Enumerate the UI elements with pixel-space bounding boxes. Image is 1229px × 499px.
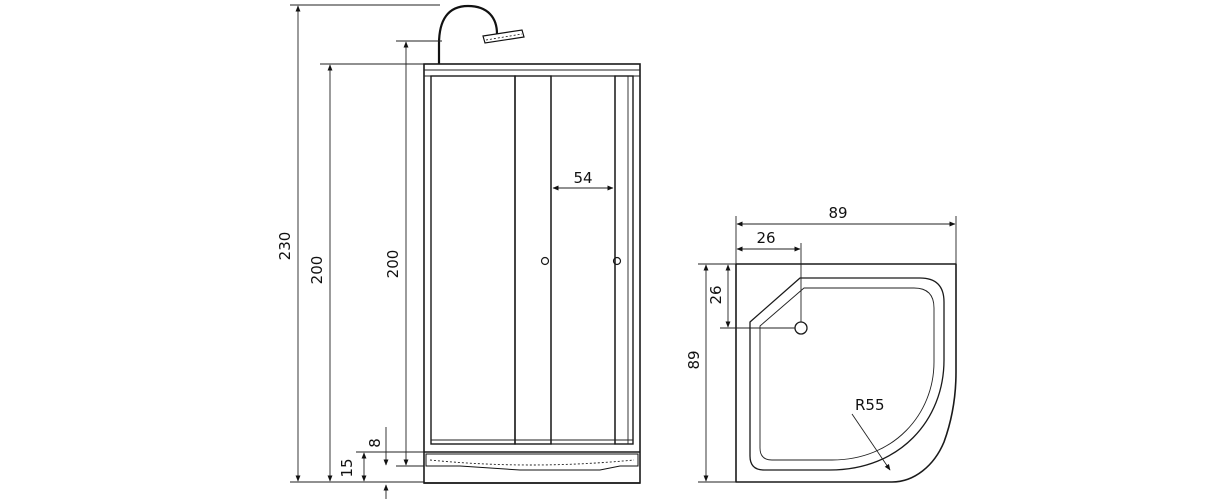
basin-outer bbox=[749, 277, 945, 471]
top-view: 89 26 89 26 R55 bbox=[685, 204, 957, 483]
left-door-handle-icon bbox=[540, 256, 550, 266]
front-view: 230 200 200 15 8 54 bbox=[276, 4, 641, 499]
dim-door-width: 54 bbox=[552, 169, 614, 191]
dim-tray-height-label: 15 bbox=[338, 458, 356, 477]
dim-total-height: 230 bbox=[276, 4, 440, 483]
basin-inner bbox=[759, 287, 935, 461]
shower-head-icon bbox=[482, 29, 525, 44]
right-door-handle-icon bbox=[612, 256, 622, 266]
dim-total-height-label: 230 bbox=[276, 232, 294, 261]
dim-door-height-label: 200 bbox=[384, 250, 402, 279]
dim-corner-x: 26 bbox=[736, 229, 802, 322]
dim-depth-label: 89 bbox=[685, 350, 703, 369]
dim-depth: 89 bbox=[685, 263, 736, 483]
left-door bbox=[514, 75, 552, 445]
shower-head-pipe bbox=[437, 4, 499, 64]
right-panel bbox=[614, 75, 634, 445]
dim-corner-x-label: 26 bbox=[756, 229, 775, 247]
dim-width: 89 bbox=[735, 204, 957, 264]
drain-icon bbox=[794, 321, 808, 335]
dim-base-step-label: 8 bbox=[366, 438, 384, 448]
cabin-frame bbox=[423, 63, 641, 484]
dim-base-step: 8 bbox=[366, 427, 389, 499]
dim-cabin-height-label: 200 bbox=[308, 256, 326, 285]
dim-corner-y-label: 26 bbox=[707, 285, 725, 304]
dim-radius: R55 bbox=[851, 396, 891, 471]
dim-door-width-label: 54 bbox=[573, 169, 592, 187]
dim-radius-label: R55 bbox=[855, 396, 885, 414]
dim-cabin-height: 200 bbox=[308, 63, 424, 482]
dim-door-height: 200 bbox=[384, 40, 442, 467]
dim-width-label: 89 bbox=[828, 204, 847, 222]
dim-corner-y: 26 bbox=[707, 264, 795, 329]
tray-outline bbox=[735, 263, 957, 483]
left-panel bbox=[430, 75, 516, 445]
shower-tray bbox=[424, 453, 640, 484]
right-door bbox=[550, 75, 616, 445]
dim-tray-height: 15 bbox=[338, 451, 424, 482]
